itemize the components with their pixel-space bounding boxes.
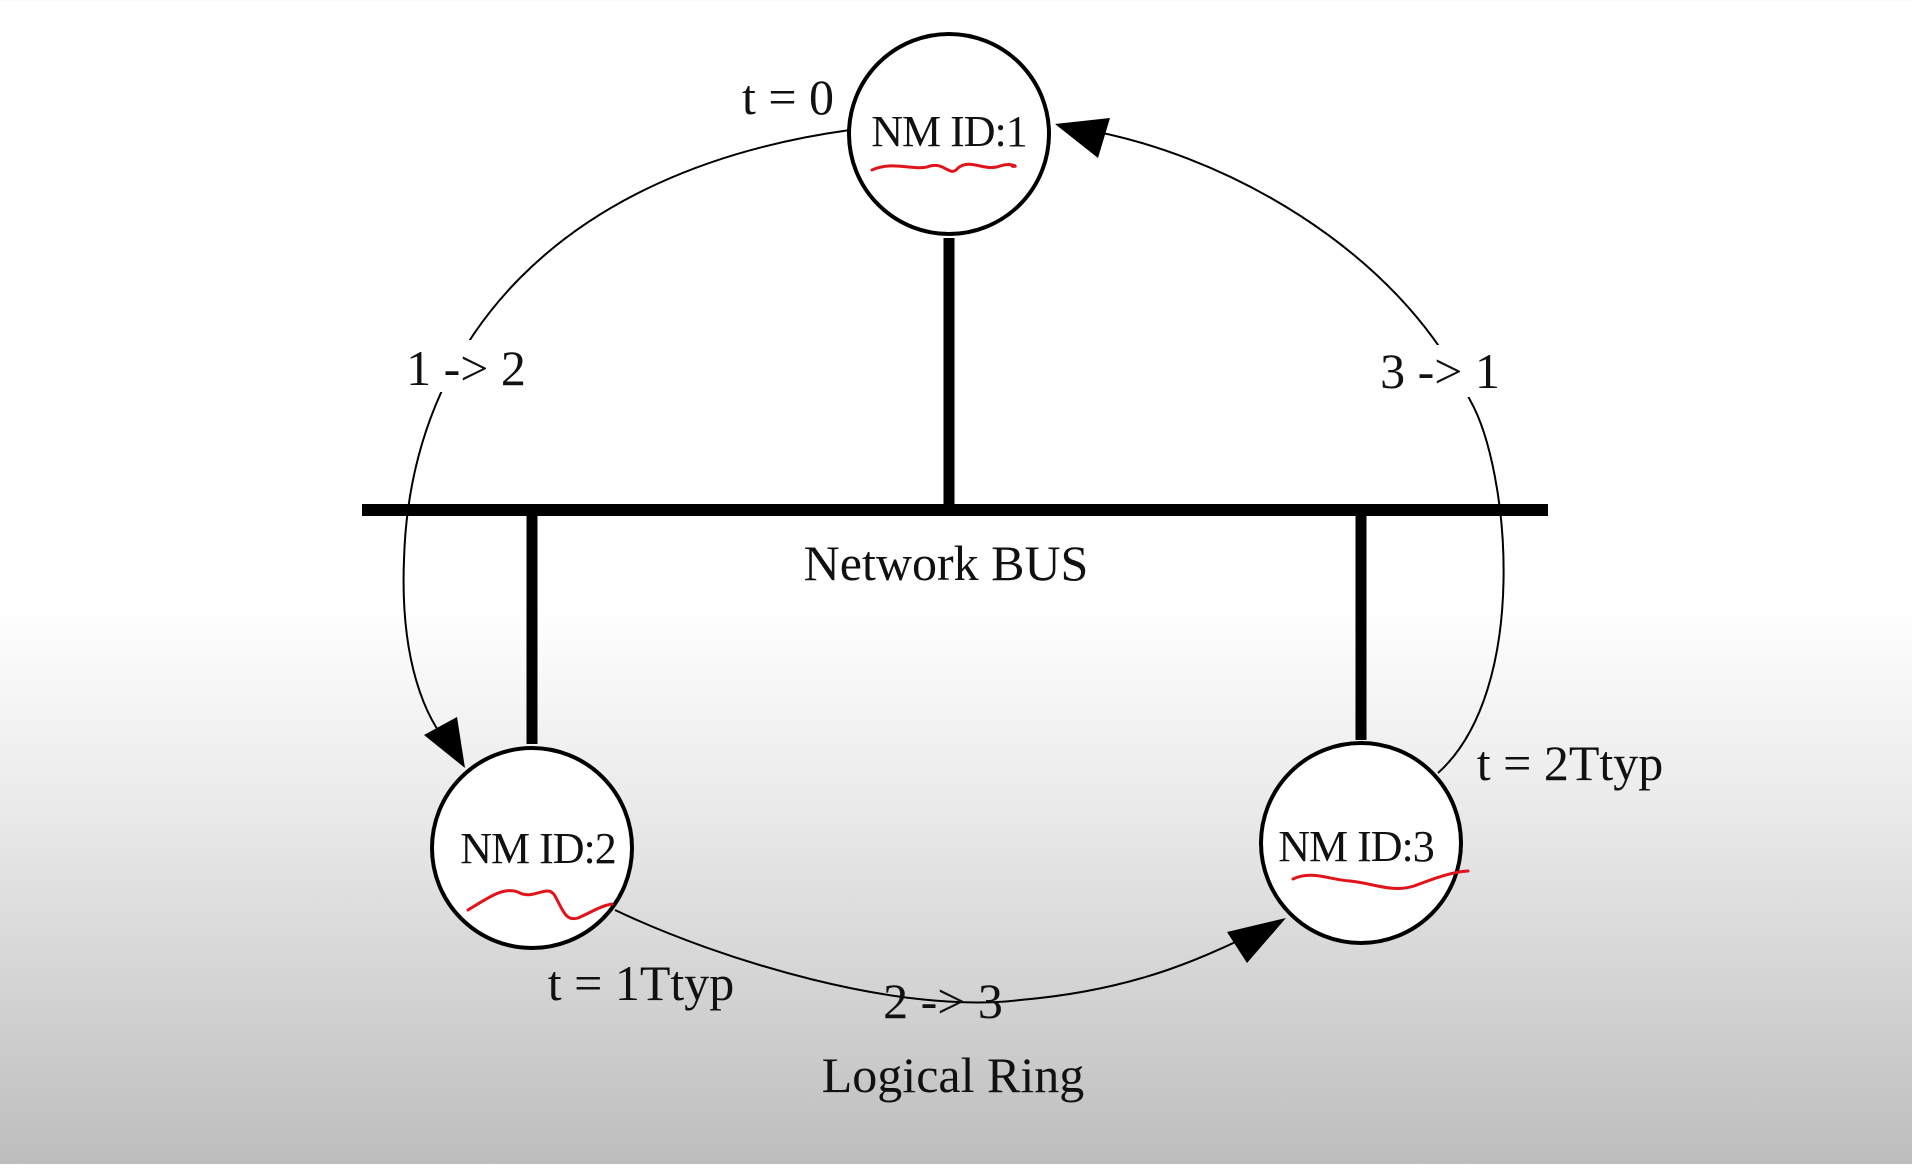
time-label-t0: t = 0 bbox=[742, 69, 834, 125]
ring-arc-1-to-2 bbox=[402, 129, 851, 749]
red-underline-node-1 bbox=[870, 162, 1017, 173]
edge-label-1-to-2: 1 -> 2 bbox=[406, 340, 526, 396]
arrowhead-into-node-1 bbox=[1055, 118, 1110, 158]
node-1-label: NM ID:1 bbox=[871, 107, 1027, 156]
node-3-label: NM ID:3 bbox=[1278, 822, 1434, 871]
node-1-circle bbox=[847, 32, 1051, 236]
logical-ring-label: Logical Ring bbox=[822, 1047, 1084, 1103]
network-bus-label: Network BUS bbox=[804, 535, 1089, 591]
node-3-circle bbox=[1259, 741, 1463, 945]
time-label-t1: t = 1Ttyp bbox=[548, 955, 735, 1011]
node-2-label: NM ID:2 bbox=[460, 824, 616, 873]
ring-arc-2-to-3 bbox=[614, 909, 1271, 1004]
edge-label-2-to-3: 2 -> 3 bbox=[883, 973, 1003, 1029]
edge-label-1-to-2-bg bbox=[395, 340, 535, 392]
edge-label-3-to-1: 3 -> 1 bbox=[1380, 343, 1500, 399]
arrowhead-into-node-3 bbox=[1227, 918, 1286, 963]
red-underline-node-2 bbox=[466, 889, 614, 921]
node-2-circle bbox=[430, 746, 634, 950]
ring-arc-3-to-1 bbox=[1074, 127, 1505, 774]
edge-label-3-to-1-bg bbox=[1370, 345, 1510, 397]
time-label-t2: t = 2Ttyp bbox=[1477, 735, 1664, 791]
arrowhead-into-node-2 bbox=[424, 717, 465, 768]
red-underline-node-3 bbox=[1291, 869, 1470, 890]
